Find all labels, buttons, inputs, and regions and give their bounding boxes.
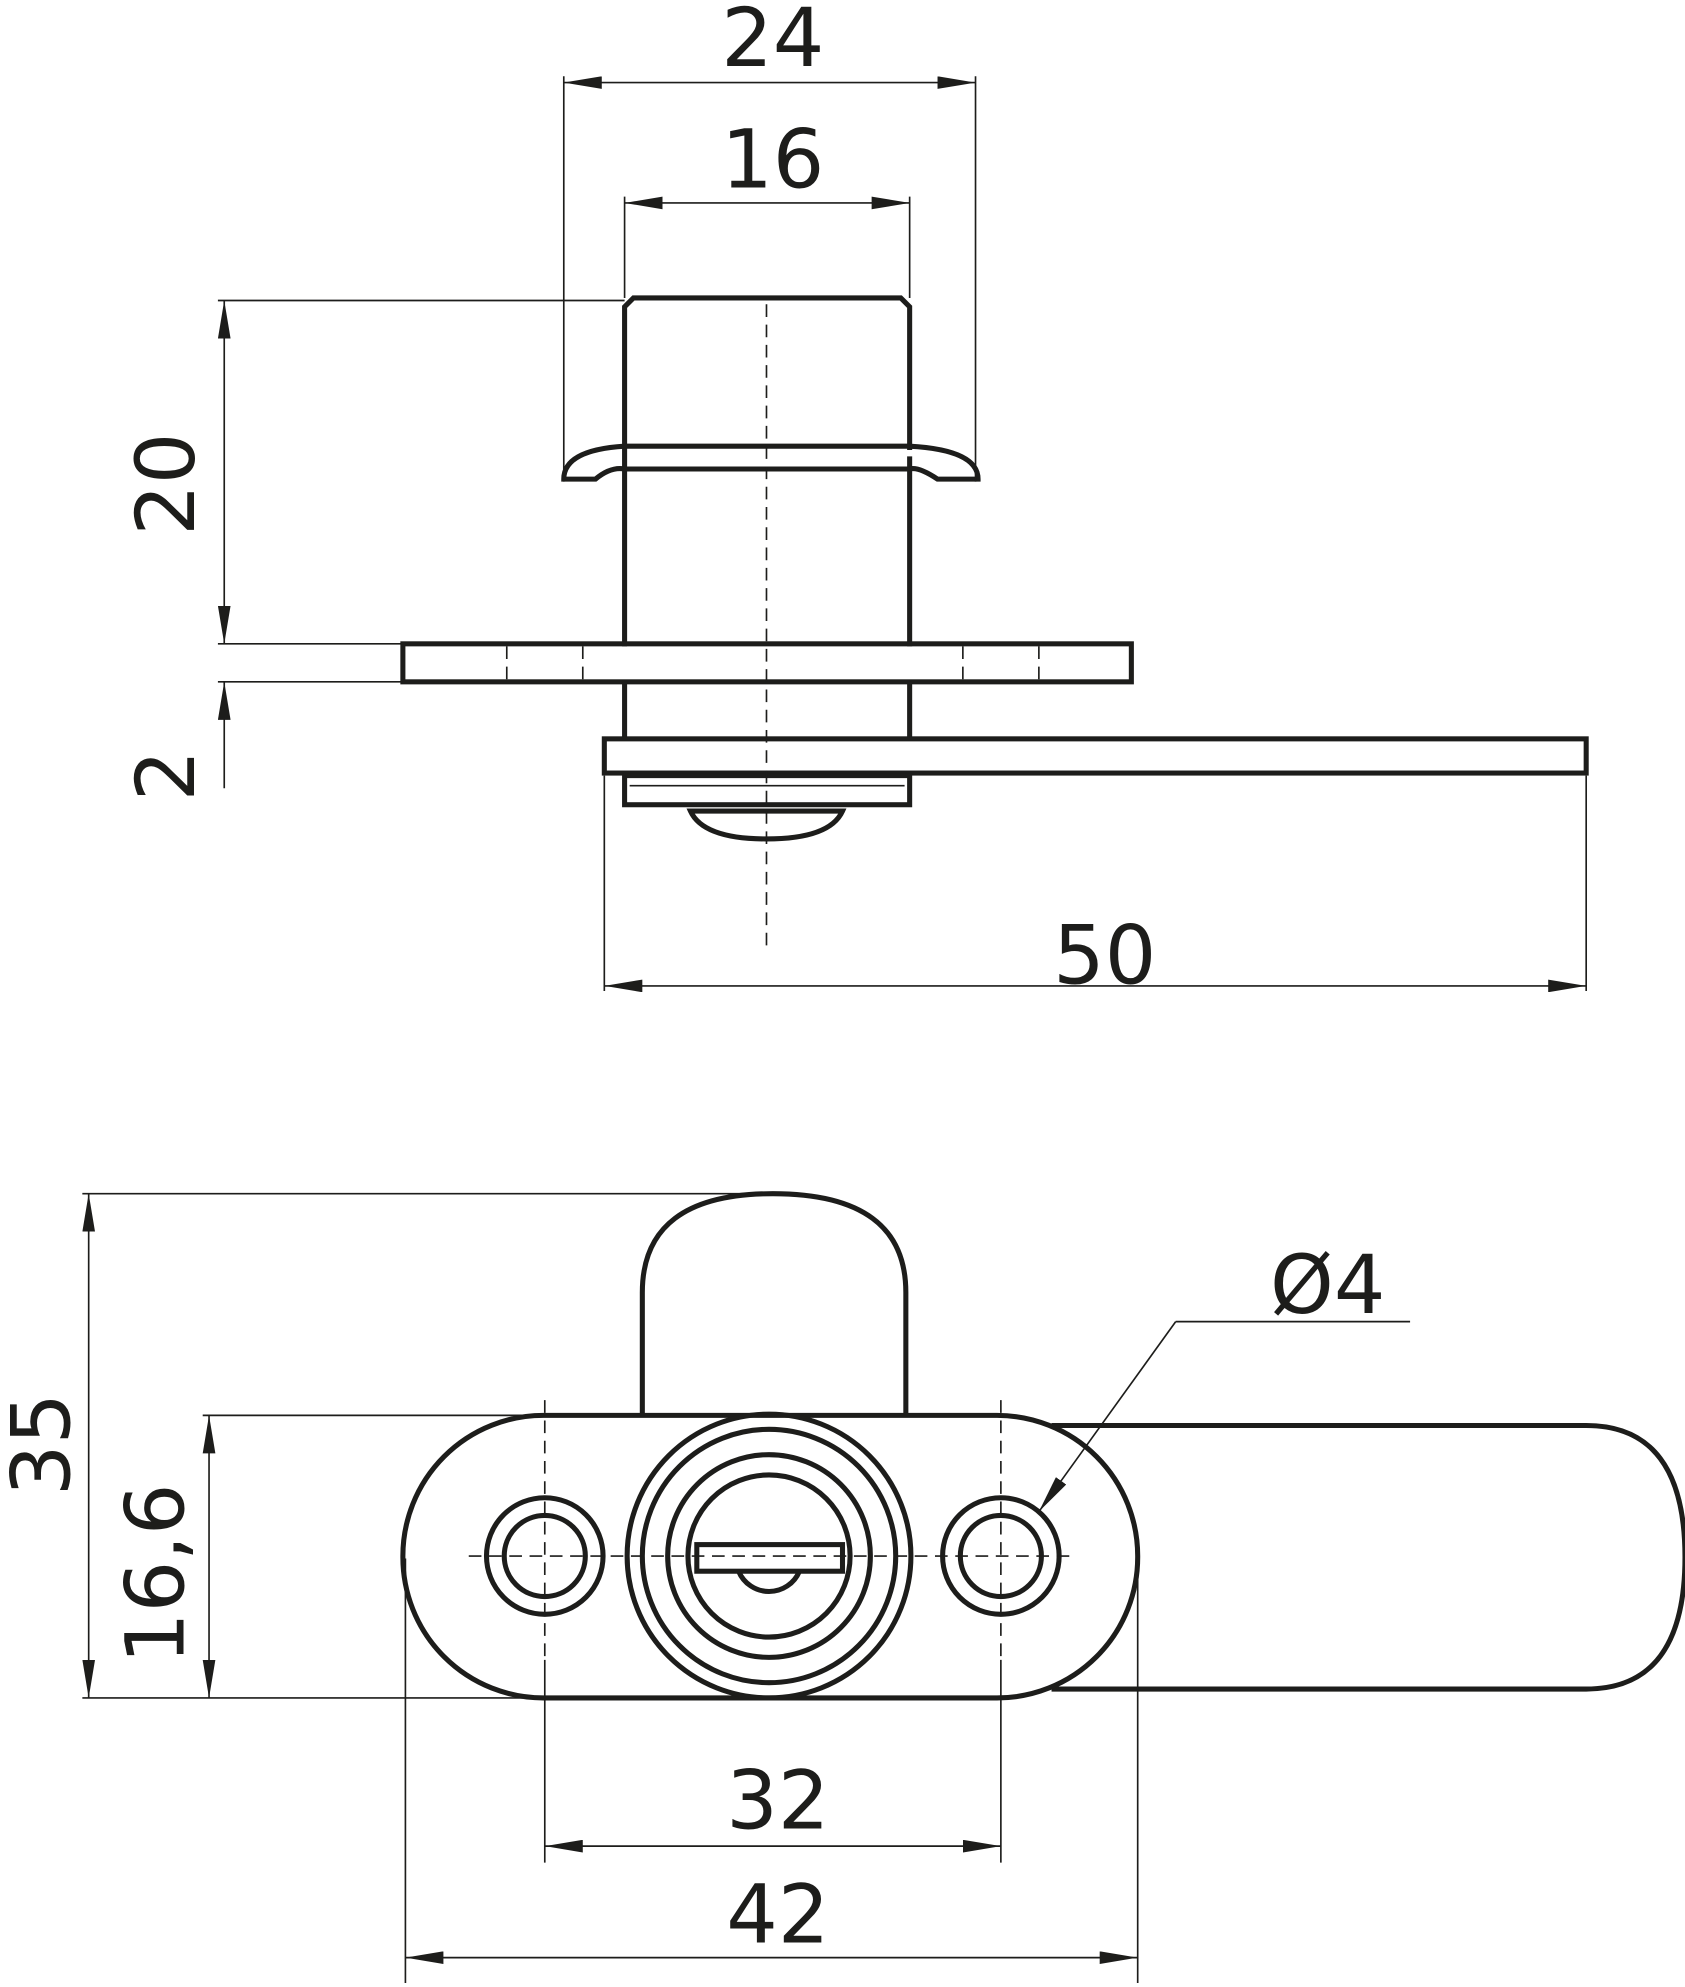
- front-view: 35 16,6 32 42 Ø4: [0, 1191, 1685, 1983]
- dim-plate-height-label: 16,6: [110, 1483, 204, 1664]
- cam-tab: [639, 1191, 909, 1416]
- dim-hole-diameter-label: Ø4: [1270, 1239, 1385, 1333]
- dim-overall-width-label: 24: [721, 0, 824, 86]
- cylinder-body: [622, 295, 913, 647]
- bezel-flange: [561, 443, 981, 482]
- dim-cylinder-diameter-label: 16: [721, 114, 824, 208]
- dim-cam-length-label: 50: [1053, 909, 1156, 1003]
- cam-bar: [601, 736, 1589, 776]
- cylinder-lower: [622, 681, 913, 739]
- key-slot: [694, 1542, 846, 1574]
- dim-cylinder-height-label: 20: [120, 433, 214, 536]
- dim-hole-spacing-label: 32: [726, 1754, 829, 1848]
- dim-total-height-label: 35: [0, 1393, 90, 1496]
- dim-plate-thickness-label: 2: [120, 750, 214, 802]
- cam-bar-front: [1051, 1422, 1685, 1692]
- dim-plate-width-label: 42: [726, 1868, 829, 1962]
- side-view: 24 16 20 2 50: [120, 0, 1589, 1003]
